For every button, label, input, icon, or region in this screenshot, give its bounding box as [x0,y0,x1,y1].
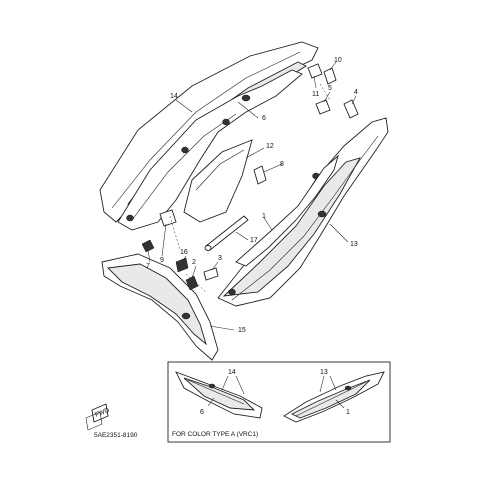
callout-1: 1 [262,213,266,220]
damper-9 [159,209,177,227]
inset-label-1: 1 [346,409,350,416]
damper-5 [315,99,331,115]
damper-4 [343,99,359,119]
callout-11: 11 [312,91,319,98]
callout-3: 3 [218,255,222,262]
callout-10: 10 [334,57,342,64]
tail-cover-15 [101,253,219,361]
collar-16 [175,257,189,273]
callout-14: 14 [170,93,178,100]
inset-label-14: 14 [228,369,236,376]
callout-13: 13 [350,241,358,248]
inset-label-13: 13 [320,369,328,376]
collar-2 [185,275,199,291]
inner-panel-6 [117,69,303,231]
clip-10 [323,67,337,85]
inset-color-type-a: 14 6 13 1 FOR COLOR TYPE A (VRC1) [167,361,391,443]
callout-12: 12 [266,143,274,150]
inset-caption: FOR COLOR TYPE A (VRC1) [172,431,258,438]
inset-right-cover [283,371,385,423]
callout-7: 7 [146,263,150,270]
callout-8: 8 [280,161,284,168]
clip-11 [307,63,323,79]
shield-12 [183,139,253,223]
inner-frame-1 [235,154,339,267]
callout-5: 5 [328,85,332,92]
grommet-7 [141,239,155,253]
callout-17: 17 [250,237,258,244]
callout-2: 2 [192,259,196,266]
damper-3 [203,267,219,281]
inset-left-cover [175,371,263,419]
inset-label-6: 6 [200,409,204,416]
diagram-code: 5AE2351-8190 [94,432,138,439]
damper-8 [253,165,267,185]
rod-17 [204,215,249,251]
callout-15: 15 [238,327,246,334]
callout-4: 4 [354,89,358,96]
front-direction-icon: FWD [85,403,111,431]
callout-16: 16 [180,249,188,256]
callout-6: 6 [262,115,266,122]
callout-9: 9 [160,257,164,264]
